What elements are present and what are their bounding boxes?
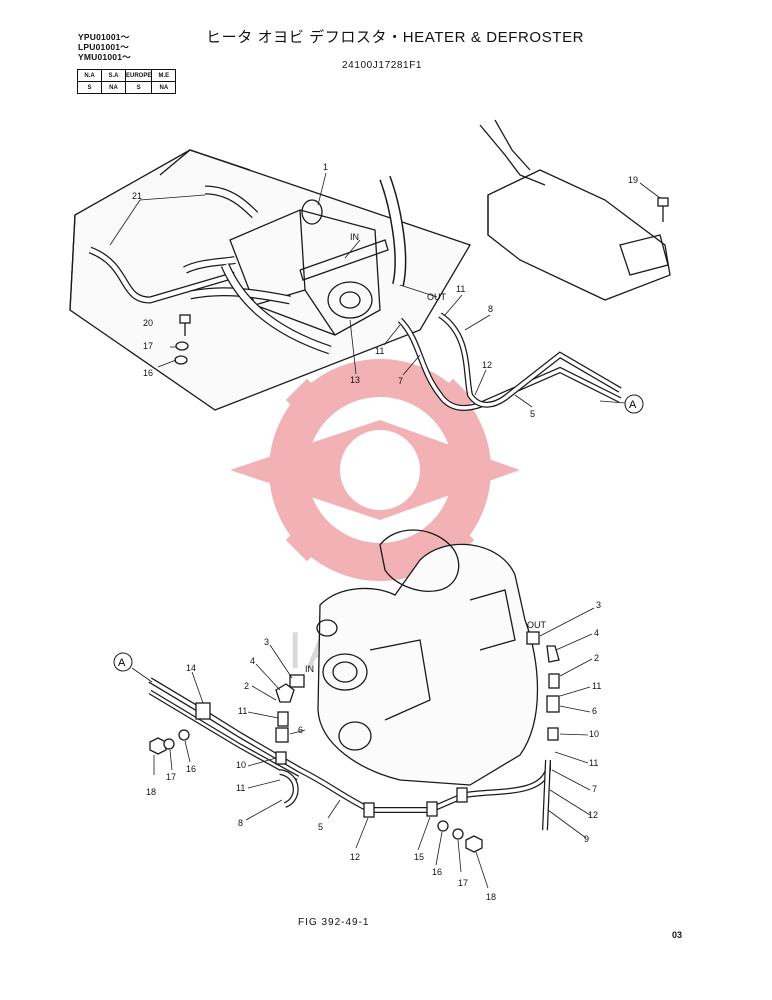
model-serial-list: YPU01001～ LPU01001～ YMU01001～ <box>78 32 131 62</box>
callout-label: 6 <box>592 706 597 716</box>
callout-label: 2 <box>594 653 599 663</box>
figure-label: FIG 392-49-1 <box>298 917 370 928</box>
watermark-logo-icon <box>230 359 520 581</box>
page-title: ヒータ オヨビ デフロスタ・HEATER & DEFROSTER <box>206 29 585 46</box>
callout-label: 17 <box>458 878 468 888</box>
lower-callouts: 3 OUT 4 2 11 6 10 11 7 12 9 14 3 IN 4 2 … <box>146 600 601 902</box>
callout-label: 17 <box>166 772 176 782</box>
table-row: S NA S NA <box>77 81 177 94</box>
callout-label: 16 <box>432 867 442 877</box>
callout-label: 4 <box>250 656 255 666</box>
callout-label: 11 <box>238 706 247 716</box>
callout-label: 1 <box>323 162 328 172</box>
serial-line: LPU01001～ <box>78 42 129 52</box>
callout-label: OUT <box>527 620 547 630</box>
callout-label: 10 <box>236 760 246 770</box>
callout-label: 8 <box>238 818 243 828</box>
callout-label: 12 <box>482 360 492 370</box>
connector-a-lower: A <box>113 652 153 683</box>
callout-label: 16 <box>186 764 196 774</box>
serial-line: YPU01001～ <box>78 32 130 42</box>
callout-label: 11 <box>592 681 601 691</box>
callout-label: 16 <box>143 368 153 378</box>
table-cell: NA <box>151 81 177 94</box>
document-number: 24100J17281F1 <box>342 60 423 71</box>
callout-label: 12 <box>588 810 598 820</box>
callout-label: 18 <box>146 787 156 797</box>
callout-label: 15 <box>414 852 424 862</box>
callout-label: 7 <box>398 376 403 386</box>
callout-label: 7 <box>592 784 597 794</box>
callout-label: 13 <box>350 375 360 385</box>
lower-leader-lines <box>153 607 595 889</box>
callout-label: 17 <box>143 341 153 351</box>
lower-assembly <box>148 529 560 853</box>
connector-a-upper: A <box>599 394 644 414</box>
callout-label: 8 <box>488 304 493 314</box>
table-cell: S <box>124 81 153 94</box>
upper-leader-lines <box>109 172 661 408</box>
callout-label: 19 <box>628 175 638 185</box>
callout-label: 10 <box>589 729 599 739</box>
callout-label: 3 <box>596 600 601 610</box>
callout-label: 18 <box>486 892 496 902</box>
callout-label: 3 <box>264 637 269 647</box>
callout-label: 6 <box>298 725 303 735</box>
callout-label: 21 <box>132 191 142 201</box>
upper-callouts: 1 21 IN OUT 11 8 20 17 16 11 13 7 12 5 1… <box>132 162 638 419</box>
region-applicability-table: N.A S.A EUROPE M.E S NA S NA <box>77 69 177 94</box>
callout-label: 2 <box>244 681 249 691</box>
page-code: 03 <box>672 930 683 940</box>
callout-label: 11 <box>456 284 465 294</box>
callout-label: 4 <box>594 628 599 638</box>
callout-label: 11 <box>589 758 598 768</box>
upper-assembly <box>69 119 671 411</box>
callout-label: 5 <box>318 822 323 832</box>
serial-line: YMU01001～ <box>78 52 131 62</box>
callout-label: 14 <box>186 663 196 673</box>
callout-label: IN <box>305 664 314 674</box>
connector-label: A <box>629 399 637 411</box>
callout-label: 20 <box>143 318 153 328</box>
callout-label: 12 <box>350 852 360 862</box>
callout-label: IN <box>350 232 359 242</box>
callout-label: 9 <box>584 834 589 844</box>
connector-label: A <box>118 657 126 669</box>
callout-label: 11 <box>236 783 245 793</box>
callout-label: 5 <box>530 409 535 419</box>
callout-label: 11 <box>375 346 384 356</box>
callout-label: OUT <box>427 292 447 302</box>
